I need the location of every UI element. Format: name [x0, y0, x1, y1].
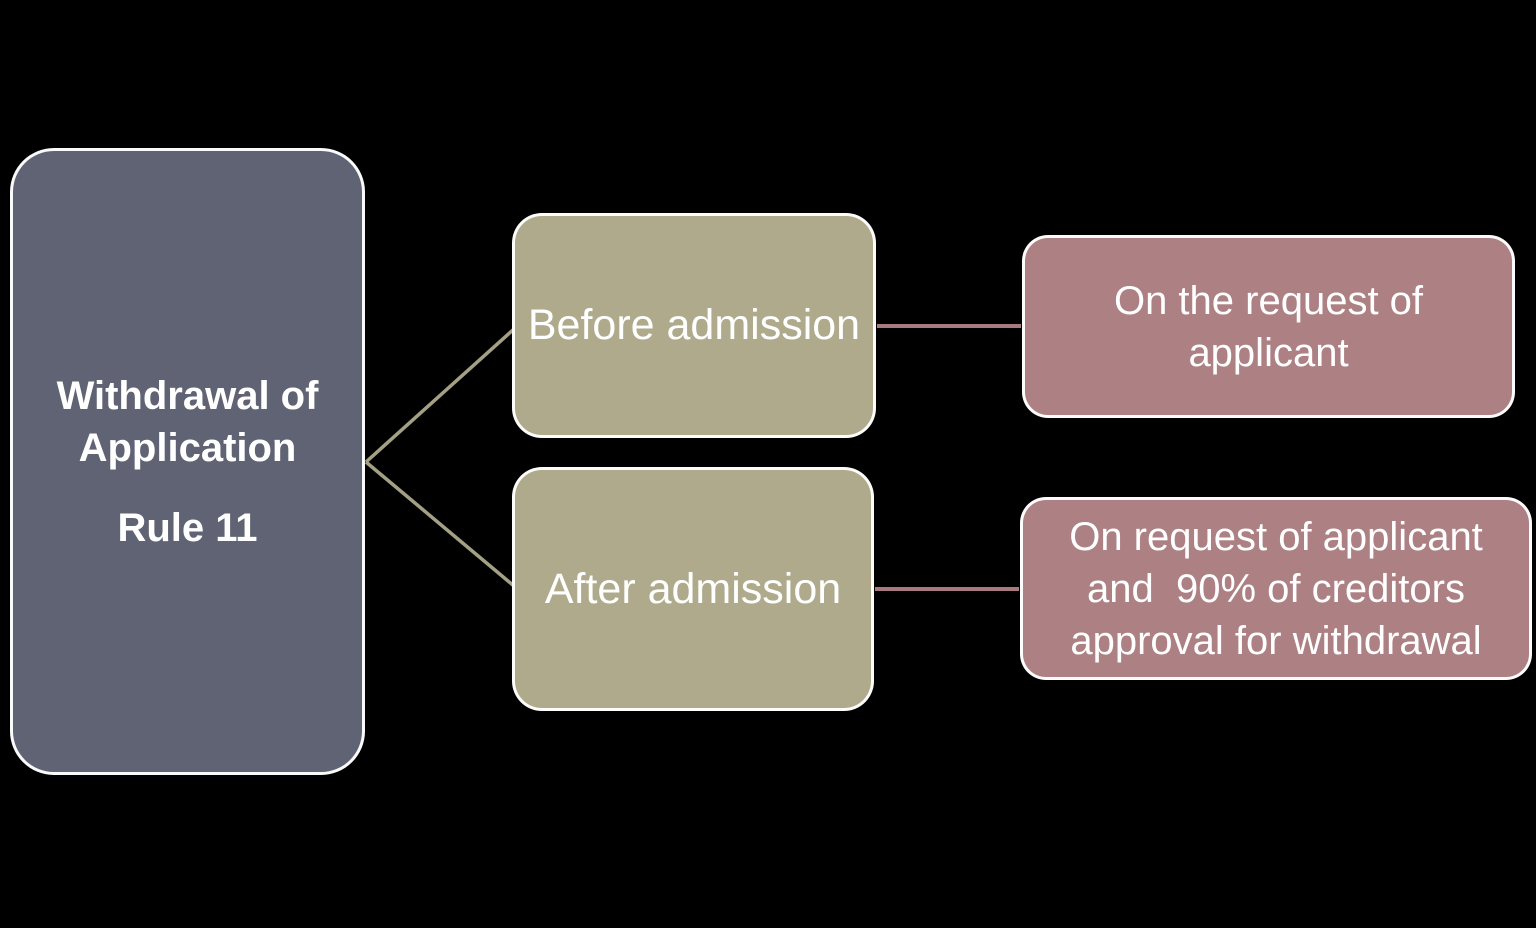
node-before-admission: Before admission	[512, 213, 876, 438]
root-node-subtitle: Rule 11	[117, 505, 258, 550]
node-after-admission: After admission	[512, 467, 874, 711]
node-on-request-of-applicant-and-creditors-approval: On request of applicant and 90% of credi…	[1020, 497, 1532, 680]
on-request-of-applicant-and-creditors-approval-label: On request of applicant and 90% of credi…	[1069, 514, 1483, 663]
root-node-title: Withdrawal of Application	[56, 373, 319, 470]
before-admission-label: Before admission	[527, 301, 861, 350]
connector-root-to-after-admission	[364, 460, 516, 588]
on-the-request-of-applicant-label: On the request of applicant	[1113, 278, 1424, 375]
node-withdrawal-of-application-rule-11: Withdrawal of Application Rule 11	[10, 148, 365, 775]
node-on-the-request-of-applicant: On the request of applicant	[1022, 235, 1515, 418]
connector-root-to-before-admission	[364, 327, 516, 464]
after-admission-label: After admission	[544, 564, 842, 613]
